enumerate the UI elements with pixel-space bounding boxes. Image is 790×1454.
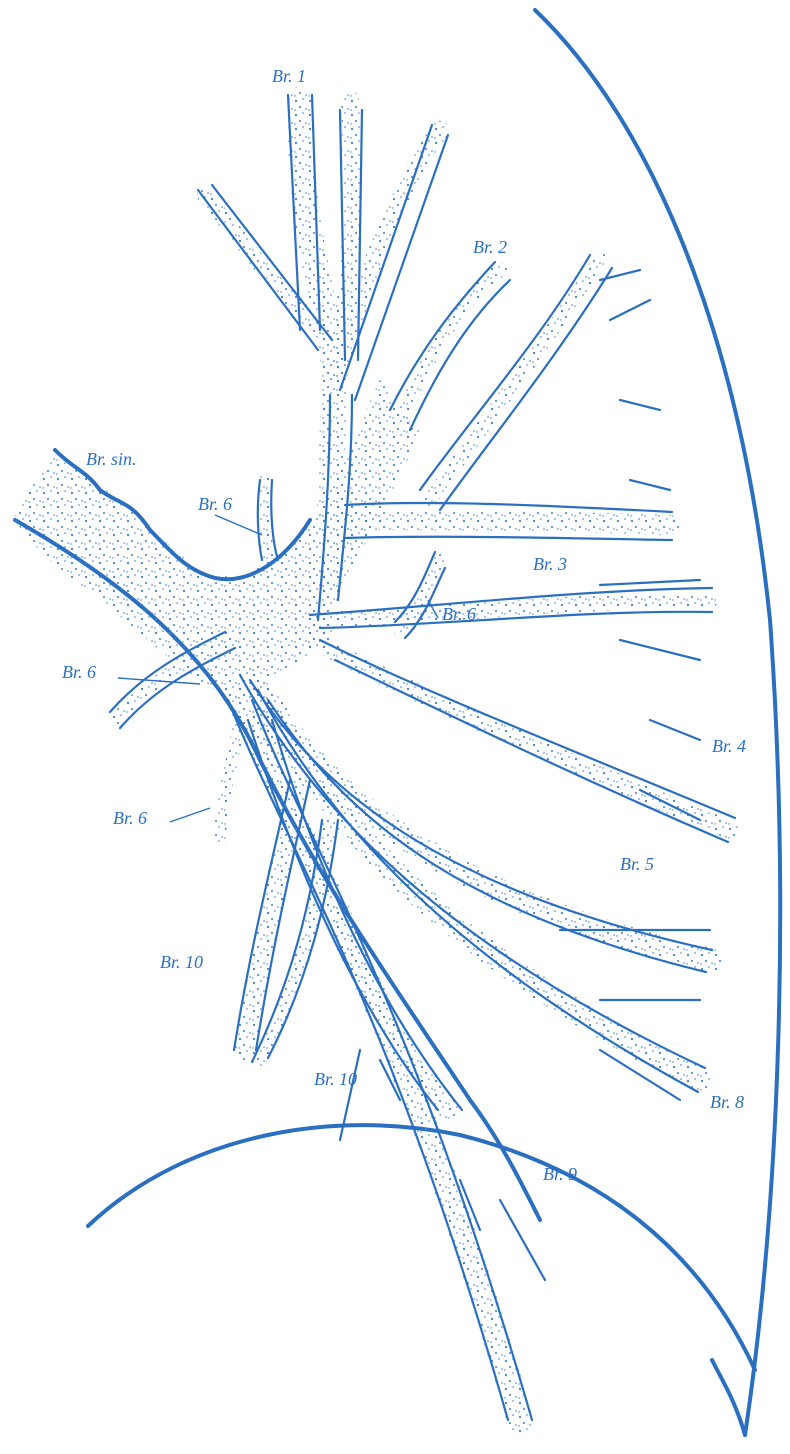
label-br10-lower: Br. 10 [314, 1069, 357, 1089]
label-br10-upper: Br. 10 [160, 952, 203, 972]
label-br1: Br. 1 [272, 66, 306, 86]
label-br2: Br. 2 [473, 237, 507, 257]
leader-br6-top [215, 515, 262, 535]
label-br4: Br. 4 [712, 736, 746, 756]
label-brsin: Br. sin. [86, 449, 137, 469]
label-br6-top: Br. 6 [198, 494, 232, 514]
label-br3: Br. 3 [533, 554, 567, 574]
label-br8: Br. 8 [710, 1092, 744, 1112]
leader-br6-lower [170, 808, 210, 822]
lung-apex-tip [712, 1360, 745, 1435]
diaphragm-outline [88, 1125, 755, 1370]
bronchial-branches [115, 100, 730, 1420]
label-br5: Br. 5 [620, 854, 654, 874]
label-br6-mid: Br. 6 [442, 604, 476, 624]
label-br6-lower: Br. 6 [113, 808, 147, 828]
label-br9: Br. 9 [543, 1164, 577, 1184]
label-br6-left: Br. 6 [62, 662, 96, 682]
